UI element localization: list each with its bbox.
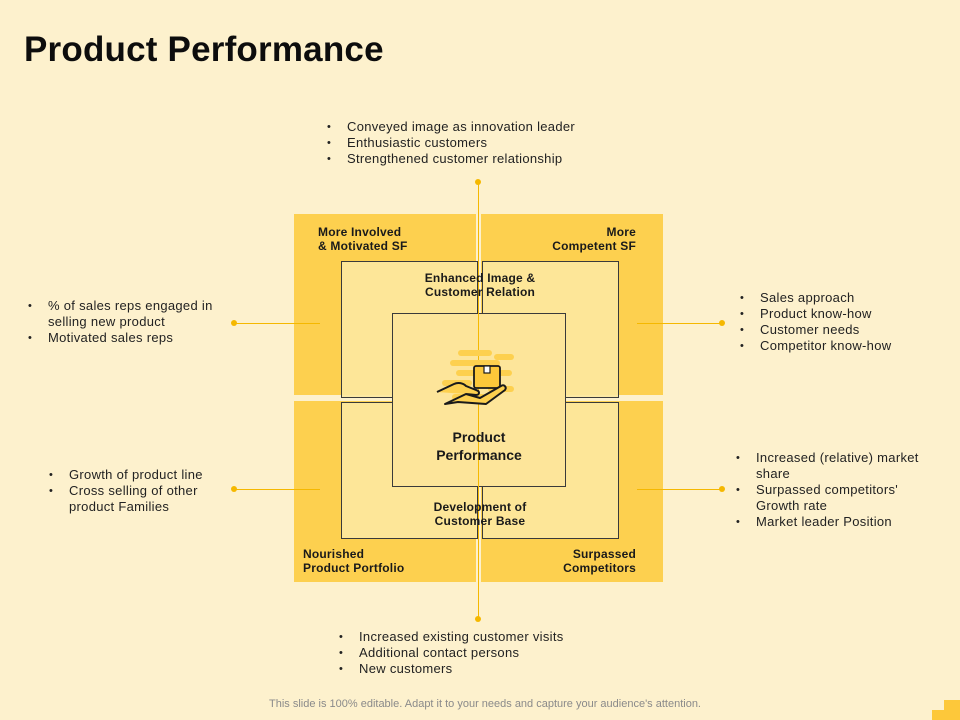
quadrant-label-bottom-right: Surpassed Competitors [563, 547, 636, 575]
bullets-left-bottom: Growth of product line Cross selling of … [49, 467, 229, 515]
center-label: Product Performance [436, 429, 522, 463]
list-item: Competitor know-how [740, 338, 940, 354]
bullets-left-top: % of sales reps engaged in selling new p… [28, 298, 244, 346]
connector-vertical-top [478, 182, 479, 396]
quadrant-label-top-right: More Competent SF [552, 225, 636, 253]
footer-note: This slide is 100% editable. Adapt it to… [269, 698, 701, 710]
connector-vertical-bottom [478, 401, 479, 618]
connector-right-bottom [637, 489, 722, 490]
quadrant-label-top-left: More Involved & Motivated SF [318, 225, 408, 253]
list-item: % of sales reps engaged in selling new p… [28, 298, 244, 330]
middle-label-top: Enhanced Image & Customer Relation [424, 271, 536, 299]
list-item: Product know-how [740, 306, 940, 322]
middle-label-bottom: Development of Customer Base [433, 500, 527, 528]
box-on-hand-icon [436, 350, 514, 405]
connector-dot-right-bottom [719, 486, 725, 492]
bullets-right-bottom: Increased (relative) market share Surpas… [736, 450, 936, 530]
bullets-bottom: Increased existing customer visits Addit… [339, 629, 639, 677]
list-item: Enthusiastic customers [327, 135, 627, 151]
list-item: Surpassed competitors' Growth rate [736, 482, 936, 514]
list-item: Additional contact persons [339, 645, 639, 661]
list-item: Customer needs [740, 322, 940, 338]
bullets-right-top: Sales approach Product know-how Customer… [740, 290, 940, 354]
connector-dot-bottom [475, 616, 481, 622]
connector-left-bottom [234, 489, 320, 490]
quadrant-label-bottom-left: Nourished Product Portfolio [303, 547, 405, 575]
connector-dot-right-top [719, 320, 725, 326]
corner-decoration [932, 700, 960, 720]
connector-left-top [234, 323, 320, 324]
list-item: Motivated sales reps [28, 330, 244, 346]
page-title: Product Performance [24, 30, 384, 69]
list-item: Market leader Position [736, 514, 936, 530]
list-item: Cross selling of other product Families [49, 483, 229, 515]
list-item: Growth of product line [49, 467, 229, 483]
list-item: New customers [339, 661, 639, 677]
list-item: Increased existing customer visits [339, 629, 639, 645]
list-item: Strengthened customer relationship [327, 151, 627, 167]
list-item: Sales approach [740, 290, 940, 306]
list-item: Conveyed image as innovation leader [327, 119, 627, 135]
connector-right-top [637, 323, 722, 324]
connector-dot-top [475, 179, 481, 185]
list-item: Increased (relative) market share [736, 450, 936, 482]
bullets-top: Conveyed image as innovation leader Enth… [327, 119, 627, 167]
connector-dot-left-bottom [231, 486, 237, 492]
